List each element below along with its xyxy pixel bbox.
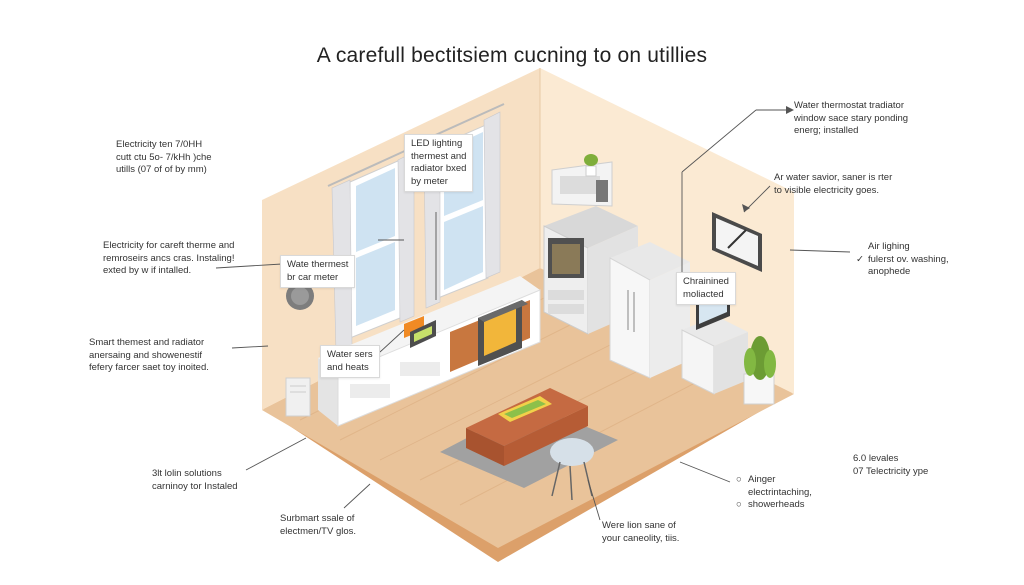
orange-device	[404, 316, 436, 348]
circle-bullet-icon: ○	[736, 474, 742, 485]
callout-led-lighting: LED lighting thermest and radiator bxed …	[404, 134, 474, 192]
arrowhead-icon	[742, 204, 750, 212]
annotation-left-5: Surbmart ssale of electmen/TV glos.	[280, 513, 357, 537]
annotation-right-5: ○Ainger electrintaching, ○showerheads	[736, 474, 812, 510]
arrowhead-icon	[786, 106, 794, 114]
circle-bullet-icon: ○	[736, 499, 742, 510]
plant-small	[584, 154, 598, 177]
check-icon: ✓	[856, 253, 864, 265]
desk-with-monitor	[681, 286, 748, 395]
callout-water-heats: Water sers and heats	[320, 345, 380, 378]
leader-lines	[215, 109, 851, 521]
microwave	[551, 161, 613, 207]
annotation-right-2: Ar water savior, saner is rter to visibl…	[774, 172, 893, 196]
window-left	[349, 159, 401, 339]
chair	[550, 438, 594, 501]
callout-water-thermest: Wate thermest br car meter	[280, 255, 356, 288]
annotation-right-4: 6.0 levales 07 Telectricity ype	[853, 453, 929, 477]
annotation-left-2: Electricity for careft therme and remros…	[103, 240, 235, 276]
plant-tall	[743, 336, 776, 405]
annotation-left-4: 3lt lolin solutions carninoy tor Instale…	[152, 468, 238, 492]
space-heater	[478, 300, 528, 366]
annotation-right-6: Were lion sane of your caneolity, tiis.	[602, 520, 680, 544]
annotation-left-1: Electricity ten 7/0HH cutt ctu 5o- 7/kHh…	[116, 139, 212, 175]
coffee-table	[466, 388, 588, 466]
air-purifier	[285, 377, 311, 417]
annotation-right-1: Water thermostat tradiator window sace s…	[794, 100, 909, 136]
annotation-left-3: Smart themest and radiator anersaing and…	[89, 337, 209, 373]
refrigerator	[609, 242, 690, 379]
wall-smart-panel	[712, 212, 762, 272]
right-wall	[540, 68, 794, 394]
annotation-right-3: Air lighing ✓fulerst ov. washing, anophe…	[856, 241, 949, 277]
page-title: A carefull bectitsiem cucning to on util…	[316, 44, 708, 67]
callout-chrainined: Chrainined moliacted	[676, 272, 736, 305]
